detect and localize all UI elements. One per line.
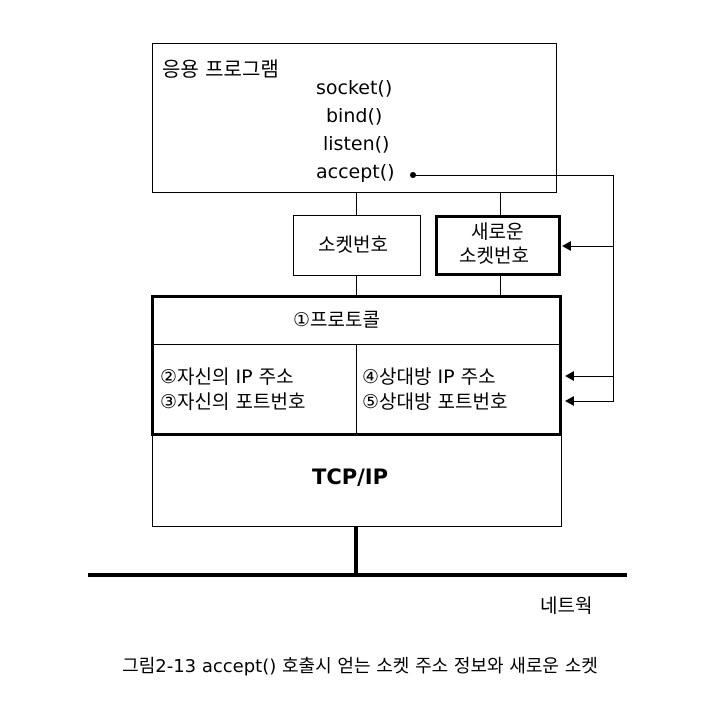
network-stem (354, 527, 358, 575)
socket-number-label: 소켓번호 (318, 234, 388, 256)
application-program-box (152, 43, 557, 193)
figure-caption: 그림2-13 accept() 호출시 얻는 소켓 주소 정보와 새로운 소켓 (122, 656, 598, 677)
network-label: 네트웍 (540, 595, 593, 617)
remote-port-number-label: ⑤상대방 포트번호 (362, 391, 508, 413)
new-socket-number-box (435, 215, 561, 276)
socket-number-box (293, 215, 421, 276)
tcpip-box (152, 436, 562, 527)
accept-call: accept() (316, 161, 395, 183)
connector-app-to-socket-number (356, 193, 357, 215)
local-port-number-label: ③자신의 포트번호 (160, 391, 306, 413)
accept-line-horizontal (413, 175, 613, 176)
connector-socket-number-to-protocol (356, 276, 357, 296)
listen-call: listen() (323, 133, 390, 155)
arrow-to-remote-ip-head (565, 371, 574, 381)
arrow-to-new-socket-line (565, 246, 613, 247)
socket-call: socket() (316, 77, 393, 99)
accept-line-vertical (613, 175, 614, 402)
tcpip-label: TCP/IP (312, 465, 389, 489)
new-socket-line2: 소켓번호 (459, 245, 529, 267)
arrow-to-remote-port-line (569, 401, 613, 402)
application-program-title: 응용 프로그램 (162, 57, 279, 81)
address-column-divider (356, 344, 357, 434)
arrow-to-remote-port-head (565, 396, 574, 406)
new-socket-line1: 새로운 (471, 221, 524, 243)
protocol-label: ①프로토콜 (293, 309, 380, 331)
local-ip-address-label: ②자신의 IP 주소 (160, 366, 294, 388)
connector-new-socket-to-protocol (500, 276, 501, 296)
connector-app-to-new-socket (500, 193, 501, 215)
bind-call: bind() (326, 105, 383, 127)
arrow-to-remote-ip-line (569, 376, 613, 377)
network-bus (88, 573, 627, 577)
remote-ip-address-label: ④상대방 IP 주소 (362, 366, 496, 388)
arrow-to-new-socket-head (562, 241, 571, 251)
